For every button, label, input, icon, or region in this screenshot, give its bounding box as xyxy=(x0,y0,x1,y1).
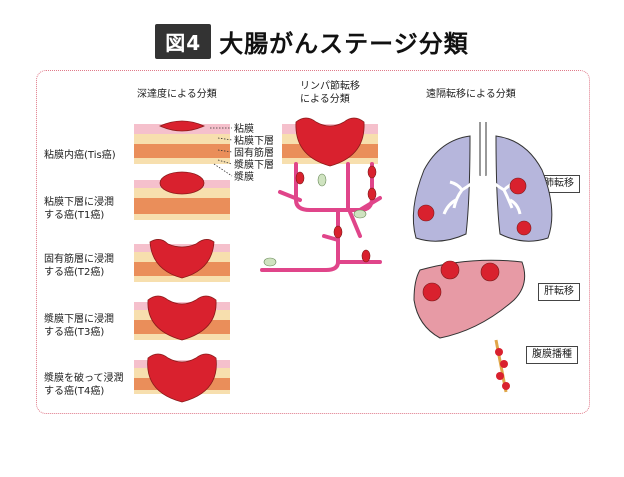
layer-label-serosa: 漿膜 xyxy=(234,172,254,183)
title-bar: 図4 大腸がんステージ分類 xyxy=(0,24,624,59)
stage-label-t1: 粘膜下層に浸潤 する癌(T1癌) xyxy=(44,197,114,221)
tumor-t4 xyxy=(147,353,217,403)
tumor-t2 xyxy=(149,239,215,279)
stage-label-t4: 漿膜を破って浸潤 する癌(T4癌) xyxy=(44,373,124,397)
distant-header: 遠隔転移による分類 xyxy=(426,89,516,100)
lymph-header: リンパ節転移 による分類 xyxy=(300,81,360,105)
lymph-vessels xyxy=(260,162,382,272)
layer-label-subserosa: 漿膜下層 xyxy=(234,160,274,171)
layer-label-submucosa: 粘膜下層 xyxy=(234,136,274,147)
stage-label-tis: 粘膜内癌(Tis癌) xyxy=(44,150,116,161)
liver xyxy=(413,259,526,339)
tumor-t1 xyxy=(159,171,205,195)
liver-metastases xyxy=(422,260,500,302)
lung-metastases xyxy=(417,177,532,236)
layer-pointer-lines xyxy=(210,127,233,177)
lungs xyxy=(412,122,553,242)
peritoneum-strand xyxy=(494,339,510,393)
liver-metastasis-label: 肝転移 xyxy=(538,283,580,301)
layer-label-mucosa: 粘膜 xyxy=(234,124,254,135)
page-title: 大腸がんステージ分類 xyxy=(219,30,469,58)
diagram-frame xyxy=(36,70,590,414)
peritoneal-dissemination-label: 腹膜播種 xyxy=(526,346,578,364)
lymph-nodes xyxy=(263,165,377,267)
layer-label-muscle: 固有筋層 xyxy=(234,148,274,159)
tumor-t3 xyxy=(147,295,217,341)
figure-label: 図4 xyxy=(155,24,212,59)
stage-label-t3: 漿膜下層に浸潤 する癌(T3癌) xyxy=(44,314,114,338)
stage-label-t2: 固有筋層に浸潤 する癌(T2癌) xyxy=(44,254,114,278)
tumor-lymph xyxy=(295,117,365,167)
tumor-tis xyxy=(159,120,205,132)
depth-header: 深達度による分類 xyxy=(137,89,217,100)
